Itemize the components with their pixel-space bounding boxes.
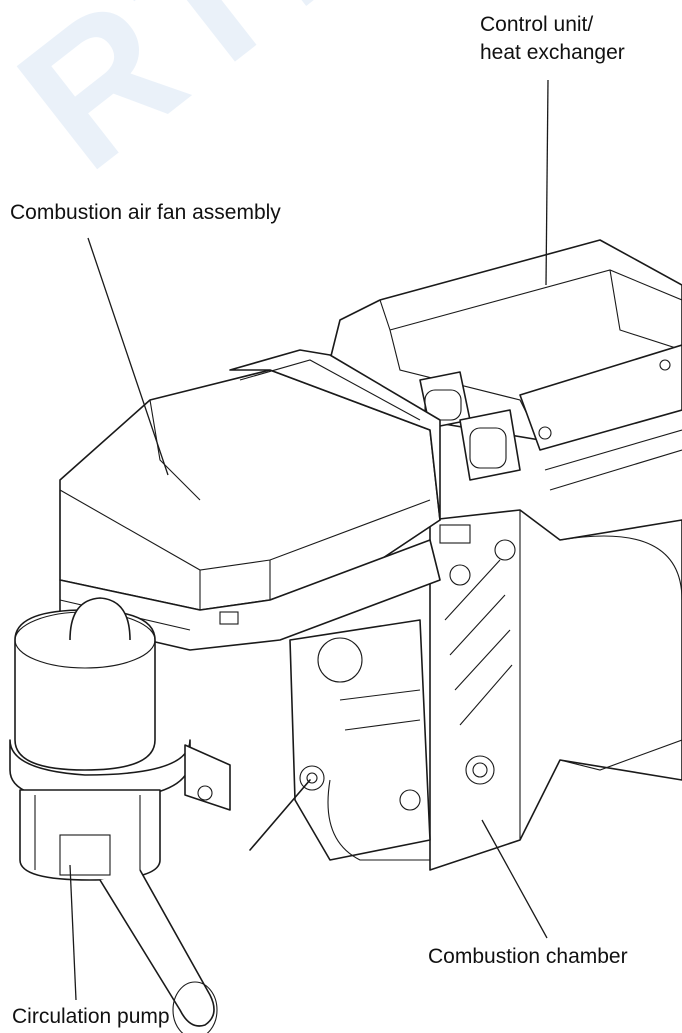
burner-housing — [249, 619, 431, 861]
circulation-pump — [9, 597, 231, 1033]
combustion-chamber-body — [429, 509, 682, 871]
label-fan-assembly: Combustion air fan assembly — [10, 201, 281, 224]
label-circulation-pump: Circulation pump — [12, 1005, 170, 1028]
label-combustion-chamber: Combustion chamber — [428, 945, 628, 968]
leader-line-circulation-pump — [69, 864, 77, 1001]
label-control-unit-line2: heat exchanger — [480, 41, 625, 64]
combustion-air-fan-assembly — [59, 349, 441, 651]
label-control-unit-line1: Control unit/ — [480, 13, 594, 36]
control-unit-heat-exchanger — [329, 239, 682, 491]
leader-line-combustion-chamber — [481, 819, 548, 939]
leader-line-control-unit — [545, 79, 549, 286]
leader-line-fan-assembly — [87, 237, 169, 476]
